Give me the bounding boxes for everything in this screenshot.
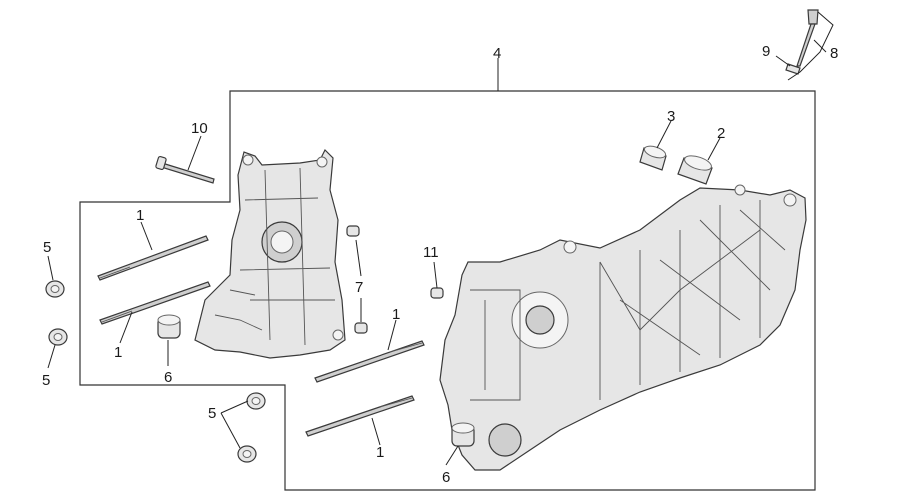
callout-6-left: 6 — [164, 369, 172, 386]
left-crankcase-half — [194, 148, 346, 359]
oil-dipstick — [785, 9, 819, 75]
callout-8: 8 — [830, 45, 838, 62]
callout-1-top: 1 — [136, 207, 144, 224]
callout-2: 2 — [717, 125, 725, 142]
bushings — [157, 314, 475, 447]
callout-5-mid: 5 — [42, 372, 50, 389]
callout-1-center: 1 — [392, 306, 400, 323]
callout-7: 7 — [355, 279, 363, 296]
callout-labels: 1 1 1 1 2 3 4 5 5 5 6 6 7 8 9 10 11 — [42, 43, 838, 486]
right-crankcase-half — [439, 184, 807, 471]
stud-bolts — [97, 235, 425, 437]
sleeves — [639, 145, 713, 185]
callout-3: 3 — [667, 108, 675, 125]
callout-1-bottom-left: 1 — [114, 344, 122, 361]
callout-4: 4 — [493, 45, 501, 62]
callout-5-top: 5 — [43, 239, 51, 256]
leader-lines — [47, 11, 834, 466]
flange-nuts — [45, 280, 266, 463]
assembly-frame — [79, 90, 816, 491]
callout-6-right: 6 — [442, 469, 450, 486]
callout-10: 10 — [191, 120, 208, 137]
callout-1-lower: 1 — [376, 444, 384, 461]
callout-11: 11 — [423, 244, 439, 261]
dowel-pins — [346, 225, 444, 334]
long-bolt — [155, 155, 215, 184]
callout-9: 9 — [762, 43, 770, 60]
callout-5-lower: 5 — [208, 405, 216, 422]
